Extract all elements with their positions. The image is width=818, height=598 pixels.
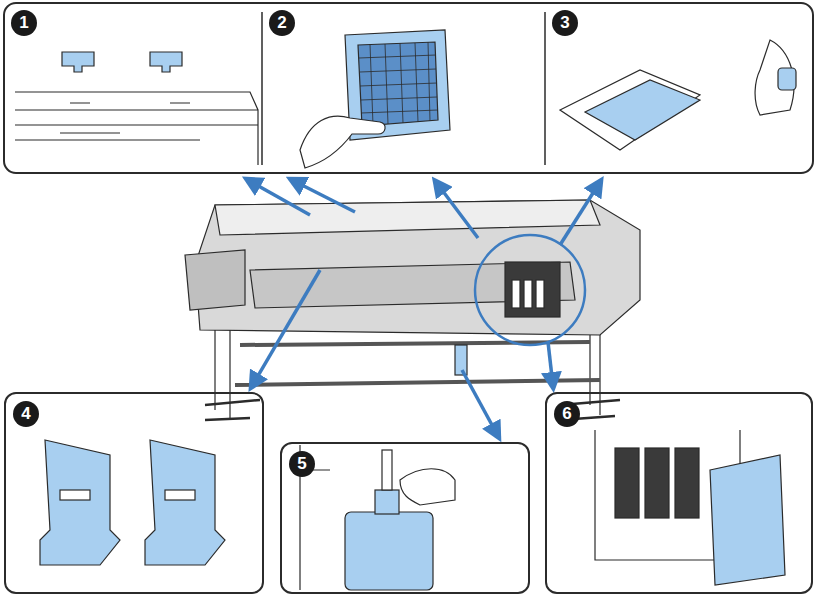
clip	[62, 52, 94, 72]
printer-body	[195, 200, 640, 335]
leader-arrow	[560, 182, 600, 245]
cartridge	[675, 448, 699, 518]
callout-number: 4	[13, 401, 39, 427]
drain-tube	[382, 450, 392, 490]
leader-arrow	[436, 182, 478, 238]
roll-shafts	[235, 342, 600, 385]
leader-arrow	[462, 370, 498, 436]
cartridge	[645, 448, 669, 518]
tray	[585, 80, 700, 140]
edge-plate	[145, 440, 225, 565]
callout-number: 5	[289, 451, 315, 477]
plate-label	[165, 490, 195, 500]
cartridge	[615, 448, 639, 518]
callout-panel: 5	[280, 442, 530, 594]
control-side	[185, 250, 245, 310]
callout-panel: 1	[4, 3, 262, 173]
callout-number: 1	[11, 10, 37, 36]
air-filter	[300, 30, 450, 168]
bottle-neck	[375, 490, 399, 514]
cover-lines	[15, 92, 258, 165]
edge-plate	[40, 440, 120, 565]
panel-divider	[261, 12, 263, 165]
printer-cover	[15, 92, 258, 165]
ink-bay	[505, 262, 560, 317]
leader-arrow	[252, 270, 320, 386]
waste-ink-bottle	[300, 445, 455, 590]
cartridge-out	[710, 455, 785, 585]
callout-number: 2	[269, 10, 295, 36]
clip	[150, 52, 182, 72]
leader-arrow	[292, 180, 355, 212]
leader-arrow	[548, 342, 553, 386]
media-edge-plates	[40, 440, 225, 565]
callout-panel: 4	[4, 392, 264, 594]
hand	[400, 469, 455, 505]
handle	[778, 68, 796, 90]
filter-mesh	[358, 42, 438, 126]
cover-slots	[60, 103, 190, 133]
unit-base	[560, 70, 700, 150]
panel-outline	[4, 3, 813, 173]
ink-slot	[536, 280, 544, 308]
top-cover	[215, 200, 600, 235]
plate-label	[60, 490, 90, 500]
callout-panel: 6	[545, 392, 813, 594]
callout-number: 6	[554, 401, 580, 427]
printer	[185, 200, 640, 420]
callout-panel: 3	[545, 3, 813, 173]
leader-arrows	[248, 180, 600, 436]
ink-cartridge-bay	[595, 430, 785, 585]
edge-plate-clips	[62, 52, 182, 72]
bottle	[345, 512, 433, 590]
ink-slot	[524, 280, 532, 308]
waste-bottle	[455, 345, 467, 375]
mesh-grid	[359, 42, 438, 125]
ink-slot	[512, 280, 520, 308]
highlight-circle	[475, 235, 585, 345]
panel-divider	[544, 12, 546, 165]
callout-panel: 2	[262, 3, 545, 173]
cleaning-part	[560, 40, 796, 150]
callout-number: 3	[552, 10, 578, 36]
hand	[300, 116, 385, 168]
